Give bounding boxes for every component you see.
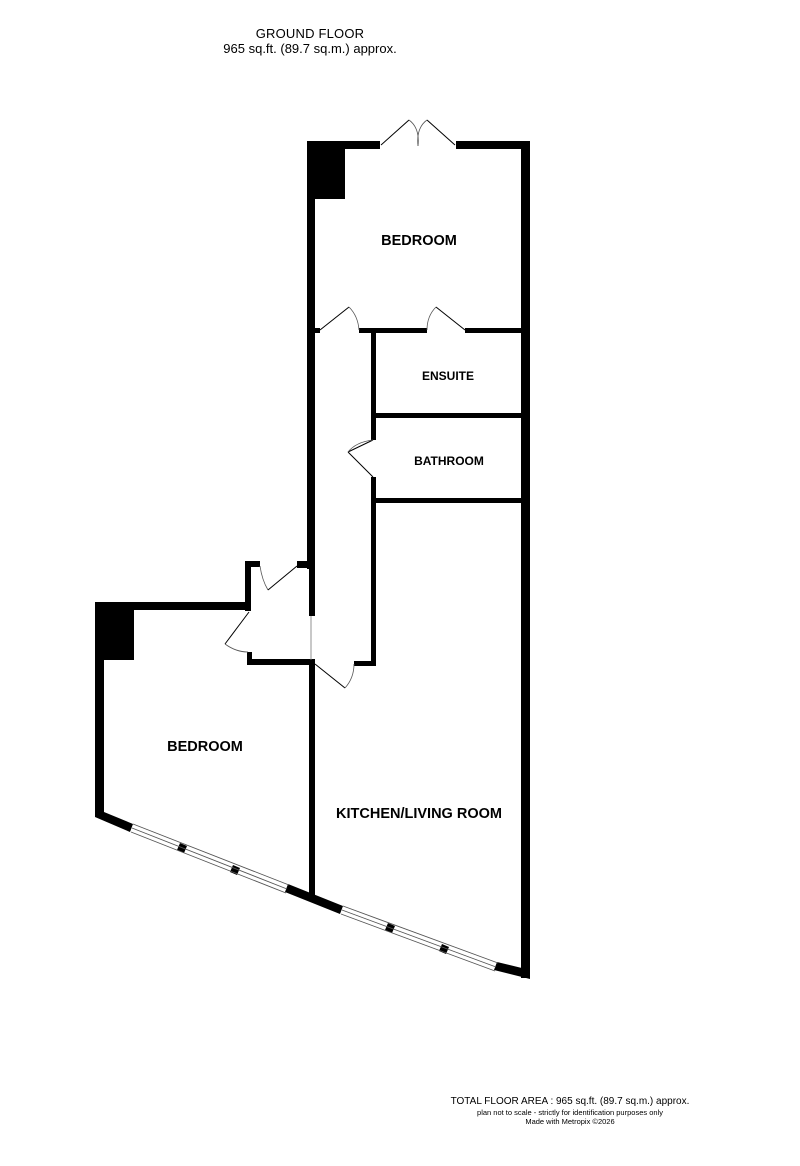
door-bedroom-hall <box>319 306 360 331</box>
floor-title: GROUND FLOOR <box>255 26 365 41</box>
room-label-ensuite: ENSUITE <box>422 369 474 383</box>
floor-header: GROUND FLOOR 965 sq.ft. (89.7 sq.m.) app… <box>180 26 440 56</box>
door-bedroom-left <box>224 611 250 653</box>
french-doors-top <box>380 119 456 147</box>
door-kitchen <box>314 663 355 689</box>
door-bathroom <box>347 439 374 478</box>
floor-plan-footer: TOTAL FLOOR AREA : 965 sq.ft. (89.7 sq.m… <box>420 1096 720 1126</box>
walls <box>95 141 530 979</box>
chimney-breast-left <box>104 610 134 660</box>
total-floor-area: TOTAL FLOOR AREA : 965 sq.ft. (89.7 sq.m… <box>450 1096 690 1107</box>
room-label-bathroom: BATHROOM <box>414 454 484 468</box>
credit: Made with Metropix ©2026 <box>525 1117 615 1126</box>
floor-area: 965 sq.ft. (89.7 sq.m.) approx. <box>223 41 397 56</box>
room-label-kitchen-living: KITCHEN/LIVING ROOM <box>336 806 502 822</box>
room-label-bedroom-1: BEDROOM <box>381 233 457 249</box>
room-label-bedroom-2: BEDROOM <box>167 739 243 755</box>
disclaimer: plan not to scale - strictly for identif… <box>477 1108 663 1117</box>
window-kitchen <box>340 905 499 972</box>
chimney-breast-top <box>315 149 345 199</box>
door-entrance-top <box>259 565 298 591</box>
door-ensuite <box>426 306 466 331</box>
window-bedroom-left <box>130 823 290 894</box>
